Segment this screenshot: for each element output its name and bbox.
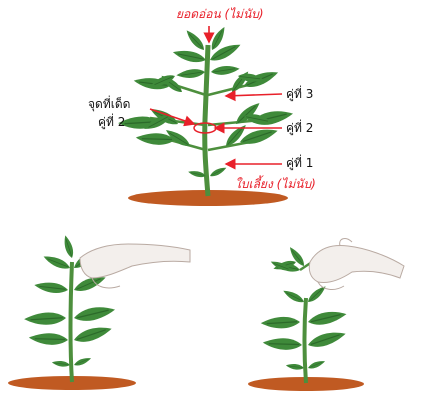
after-pinch-plant xyxy=(248,285,364,391)
label-pinch-point-line1: จุดที่เด็ด xyxy=(88,98,130,110)
label-pinch-point-line2: คู่ที่ 2 xyxy=(98,116,125,128)
main-stem xyxy=(205,45,208,196)
label-pair-2: คู่ที่ 2 xyxy=(286,122,313,134)
label-pair-3: คู่ที่ 3 xyxy=(286,88,313,100)
left-stem xyxy=(71,262,73,382)
label-cotyledons: ใบเลี้ยง (ไม่นับ) xyxy=(235,178,316,190)
arrow-pair-3 xyxy=(226,94,282,96)
label-top-shoot: ยอดอ่อน (ไม่นับ) xyxy=(176,8,264,20)
label-pair-1: คู่ที่ 1 xyxy=(286,157,313,169)
right-hand xyxy=(309,239,404,290)
right-stem xyxy=(305,298,307,383)
